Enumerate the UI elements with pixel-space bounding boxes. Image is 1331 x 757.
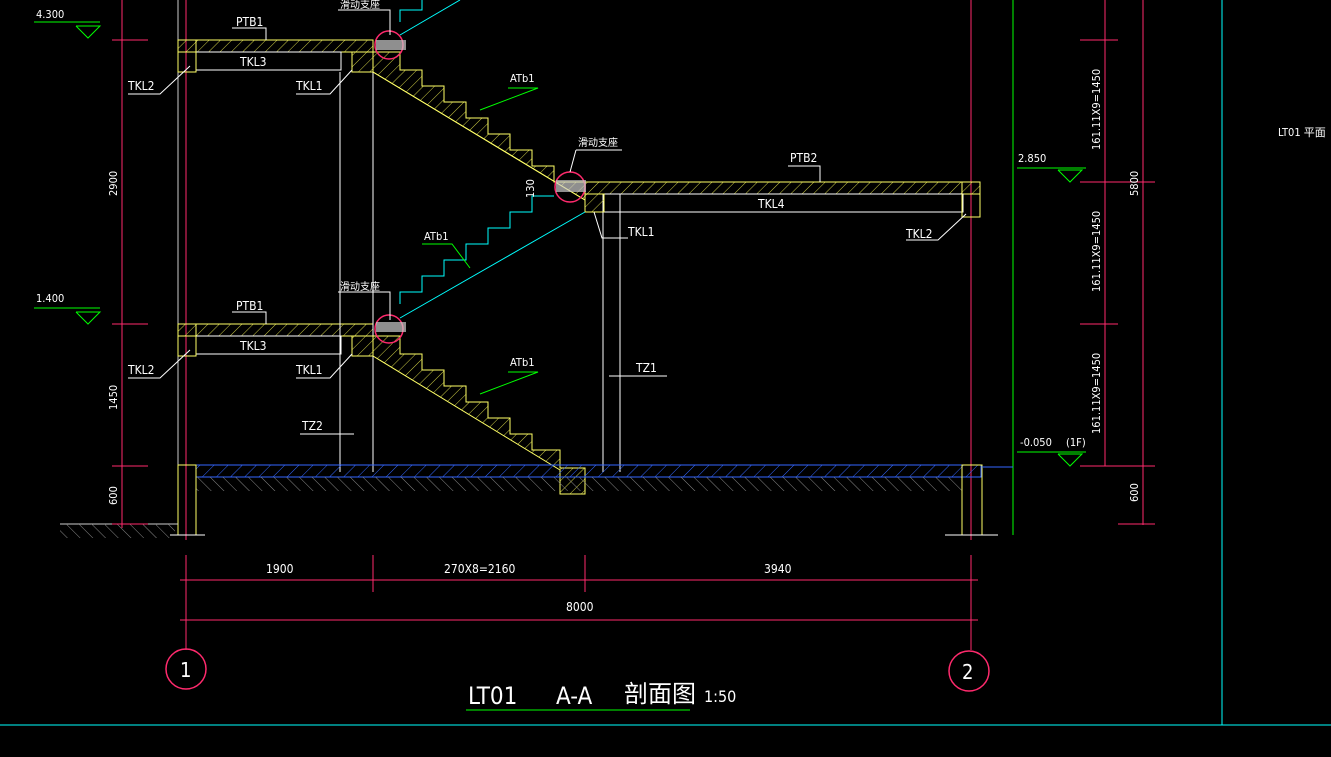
lower-beam-tkl1 bbox=[351, 335, 374, 357]
atb1-mid-label: ATb1 bbox=[424, 230, 449, 243]
upper-beam-tkl2 bbox=[177, 39, 197, 73]
ptb2-label: PTB2 bbox=[790, 151, 817, 165]
lower-beam-tkl3 bbox=[195, 335, 342, 355]
upper-beam-tkl3 bbox=[195, 51, 342, 71]
elevation-marker-mid bbox=[34, 307, 102, 325]
left-dim-base: 600 bbox=[107, 486, 120, 505]
title-scale: 1:50 bbox=[704, 687, 736, 706]
tkl3-lower-label: TKL3 bbox=[239, 339, 267, 353]
ground-slab bbox=[195, 464, 982, 478]
sliding-support-top-label: 滑动支座 bbox=[340, 0, 380, 11]
tkl2-lower-label: TKL2 bbox=[127, 363, 155, 377]
elev-landing-text: 2.850 bbox=[1018, 152, 1046, 165]
foundation-left bbox=[177, 464, 197, 536]
leader-lines bbox=[128, 9, 967, 435]
tkl2-right-label: TKL2 bbox=[905, 227, 933, 241]
title-name: LT01 bbox=[468, 682, 517, 710]
lower-beam-tkl2 bbox=[177, 323, 197, 357]
title-label: 剖面图 bbox=[624, 680, 696, 708]
bottom-dim-seg1: 1900 bbox=[266, 562, 294, 576]
dim-130-label: 130 bbox=[524, 179, 537, 198]
right-dim-base: 600 bbox=[1128, 483, 1141, 502]
lower-landing-slab bbox=[177, 323, 374, 337]
ground-soil-hatch bbox=[196, 477, 962, 491]
right-dim-total: 5800 bbox=[1128, 171, 1141, 196]
right-beam-tkl1 bbox=[584, 193, 605, 213]
stair-flight-lower bbox=[372, 335, 586, 495]
stair-cyan-top-soffit bbox=[399, 0, 461, 36]
tkl4-label: TKL4 bbox=[757, 197, 785, 211]
right-dim-flight-low: 161.11X9=1450 bbox=[1090, 353, 1103, 434]
bottom-dim-seg2: 270X8=2160 bbox=[444, 562, 516, 576]
tkl1-lower-label: TKL1 bbox=[295, 363, 323, 377]
green-leaders bbox=[422, 87, 539, 395]
elev-ground-text: -0.050 bbox=[1020, 436, 1052, 449]
side-note: LT01 平面 bbox=[1278, 126, 1326, 139]
sliding-support-low bbox=[374, 314, 406, 344]
stair-cyan-middle-soffit bbox=[399, 211, 586, 319]
axis-bubble-2 bbox=[948, 650, 990, 692]
sliding-support-mid-label: 滑动支座 bbox=[578, 136, 618, 149]
axis-bubble-1 bbox=[165, 648, 207, 690]
left-dim-lower: 1450 bbox=[107, 385, 120, 410]
stair-flight-upper bbox=[372, 51, 586, 201]
right-dim-flight-mid: 161.11X9=1450 bbox=[1090, 211, 1103, 292]
ptb1-upper-label: PTB1 bbox=[236, 15, 263, 29]
title-section: A-A bbox=[556, 682, 593, 710]
tz1-label: TZ1 bbox=[635, 361, 657, 375]
elevation-marker-top bbox=[34, 21, 102, 39]
axis-label-1: 1 bbox=[180, 658, 191, 682]
ptb1-lower-label: PTB1 bbox=[236, 299, 263, 313]
upper-beam-tkl1 bbox=[351, 51, 374, 73]
elev-ground-tag: (1F) bbox=[1066, 436, 1086, 449]
upper-landing-slab bbox=[177, 39, 374, 53]
sliding-support-top bbox=[374, 30, 406, 60]
right-dim-flight-top: 161.11X9=1450 bbox=[1090, 69, 1103, 150]
right-landing-slab bbox=[584, 181, 981, 195]
sliding-support-mid bbox=[554, 171, 586, 203]
tkl1-right-label: TKL1 bbox=[627, 225, 655, 239]
sliding-support-low-label: 滑动支座 bbox=[340, 280, 380, 293]
stair-cyan-top bbox=[399, 0, 423, 22]
elev-top-text: 4.300 bbox=[36, 8, 64, 21]
bottom-dim-total: 8000 bbox=[566, 600, 594, 614]
axis-label-2: 2 bbox=[962, 660, 973, 684]
elevation-marker-ground bbox=[1017, 451, 1086, 467]
tkl1-upper-label: TKL1 bbox=[295, 79, 323, 93]
atb1-lower-label: ATb1 bbox=[510, 356, 535, 369]
tkl3-upper-label: TKL3 bbox=[239, 55, 267, 69]
tkl2-upper-label: TKL2 bbox=[127, 79, 155, 93]
elevation-marker-landing bbox=[1017, 167, 1086, 183]
stair-flight-upper-soffit bbox=[372, 71, 586, 201]
stair-cyan-middle bbox=[399, 195, 554, 304]
bottom-dim-seg3: 3940 bbox=[764, 562, 792, 576]
tz2-label: TZ2 bbox=[301, 419, 323, 433]
ground-left-hatch bbox=[60, 524, 175, 538]
atb1-upper-label: ATb1 bbox=[510, 72, 535, 85]
left-dim-upper: 2900 bbox=[107, 171, 120, 196]
elev-mid-text: 1.400 bbox=[36, 292, 64, 305]
right-beam-tkl2 bbox=[961, 181, 981, 218]
